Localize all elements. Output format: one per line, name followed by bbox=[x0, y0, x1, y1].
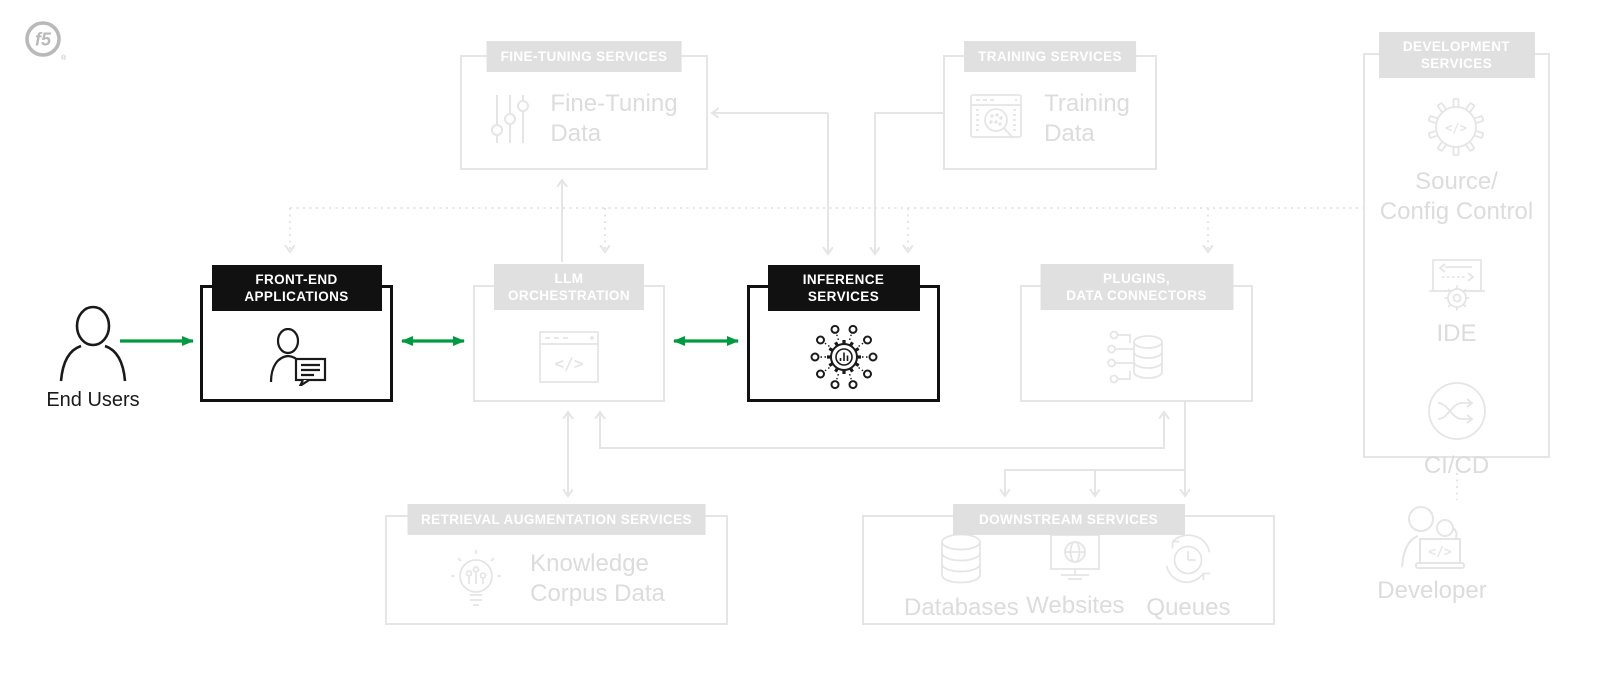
knowledge-corpus-data-label: Knowledge Corpus Data bbox=[530, 550, 665, 607]
queue-icon bbox=[1166, 534, 1211, 584]
person-chat-icon bbox=[269, 327, 326, 386]
source-config-label: Source/ Config Control bbox=[1379, 168, 1534, 225]
front-end-applications-box: FRONT-END APPLICATIONS bbox=[200, 265, 393, 402]
llm-plugins-line bbox=[600, 412, 1164, 449]
inference-services-box: INFERENCE SERVICES bbox=[747, 265, 940, 402]
person-icon bbox=[59, 305, 127, 382]
cicd-icon bbox=[1427, 382, 1486, 440]
database-icon bbox=[941, 533, 982, 584]
developer-icon: </> bbox=[1401, 506, 1465, 569]
fine-tuning-data-label: Fine-Tuning Data bbox=[550, 89, 678, 147]
databases-label: Databases bbox=[904, 594, 1019, 621]
ide-label: IDE bbox=[1436, 320, 1477, 347]
table-search-icon bbox=[970, 93, 1022, 139]
training-services-box: TRAINING SERVICES Training Da bbox=[943, 41, 1157, 170]
ide-icon bbox=[1428, 259, 1485, 311]
fine-tuning-services-box: FINE-TUNING SERVICES Fine-Tuning Data bbox=[460, 41, 708, 170]
browser-code-icon: </> bbox=[539, 330, 599, 383]
fine-tuning-services-header: FINE-TUNING SERVICES bbox=[486, 41, 682, 72]
websites-item: Websites bbox=[1019, 533, 1132, 623]
development-services-box: DEVELOPMENT SERVICES bbox=[1363, 32, 1550, 479]
inference-services-header: INFERENCE SERVICES bbox=[767, 265, 920, 311]
f5-logo-text: f5 bbox=[35, 30, 52, 50]
end-users-label: End Users bbox=[46, 389, 140, 411]
llm-orchestration-header: LLM ORCHESTRATION bbox=[494, 264, 644, 310]
queues-label: Queues bbox=[1146, 594, 1231, 621]
llm-orchestration-box: LLM ORCHESTRATION </> bbox=[473, 264, 665, 402]
developer-label: Developer bbox=[1377, 577, 1487, 604]
website-icon bbox=[1050, 534, 1101, 580]
code-glyph-text: </> bbox=[555, 354, 584, 373]
ide-item: IDE bbox=[1425, 257, 1489, 349]
training-services-header: TRAINING SERVICES bbox=[964, 41, 1136, 72]
downstream-services-box: DOWNSTREAM SERVICES Databases bbox=[862, 504, 1275, 625]
code-glyph-text: </> bbox=[1446, 121, 1468, 135]
f5-logo: f5 ® bbox=[24, 20, 66, 62]
training-to-inference-line bbox=[875, 112, 943, 254]
registered-mark: ® bbox=[61, 54, 66, 62]
plugins-data-connectors-box: PLUGINS, DATA CONNECTORS bbox=[1020, 264, 1253, 402]
websites-label: Websites bbox=[1026, 592, 1125, 619]
data-connector-icon bbox=[1106, 330, 1163, 383]
plugins-data-connectors-header: PLUGINS, DATA CONNECTORS bbox=[1040, 264, 1233, 310]
training-data-label: Training Data bbox=[1044, 89, 1130, 147]
cicd-label: CI/CD bbox=[1423, 452, 1490, 479]
inference-hub-icon bbox=[810, 324, 877, 389]
retrieval-augmentation-services-header: RETRIEVAL AUGMENTATION SERVICES bbox=[407, 504, 706, 535]
downstream-services-header: DOWNSTREAM SERVICES bbox=[952, 504, 1185, 535]
development-services-header: DEVELOPMENT SERVICES bbox=[1378, 32, 1535, 78]
sliders-icon bbox=[491, 94, 530, 143]
retrieval-augmentation-services-box: RETRIEVAL AUGMENTATION SERVICES Knowledg… bbox=[385, 504, 728, 625]
databases-item: Databases bbox=[904, 533, 1019, 623]
developer-figure: </> Developer bbox=[1372, 505, 1492, 605]
end-users-figure: End Users bbox=[18, 303, 168, 412]
code-glyph-text: </> bbox=[1428, 545, 1452, 560]
cicd-item: CI/CD bbox=[1424, 379, 1489, 481]
knowledge-bulb-icon bbox=[451, 550, 502, 606]
queues-item: Queues bbox=[1132, 533, 1245, 623]
front-end-applications-header: FRONT-END APPLICATIONS bbox=[211, 265, 382, 311]
source-config-item: </> Source/ Config Control bbox=[1380, 95, 1533, 227]
gear-code-icon: </> bbox=[1428, 98, 1485, 156]
